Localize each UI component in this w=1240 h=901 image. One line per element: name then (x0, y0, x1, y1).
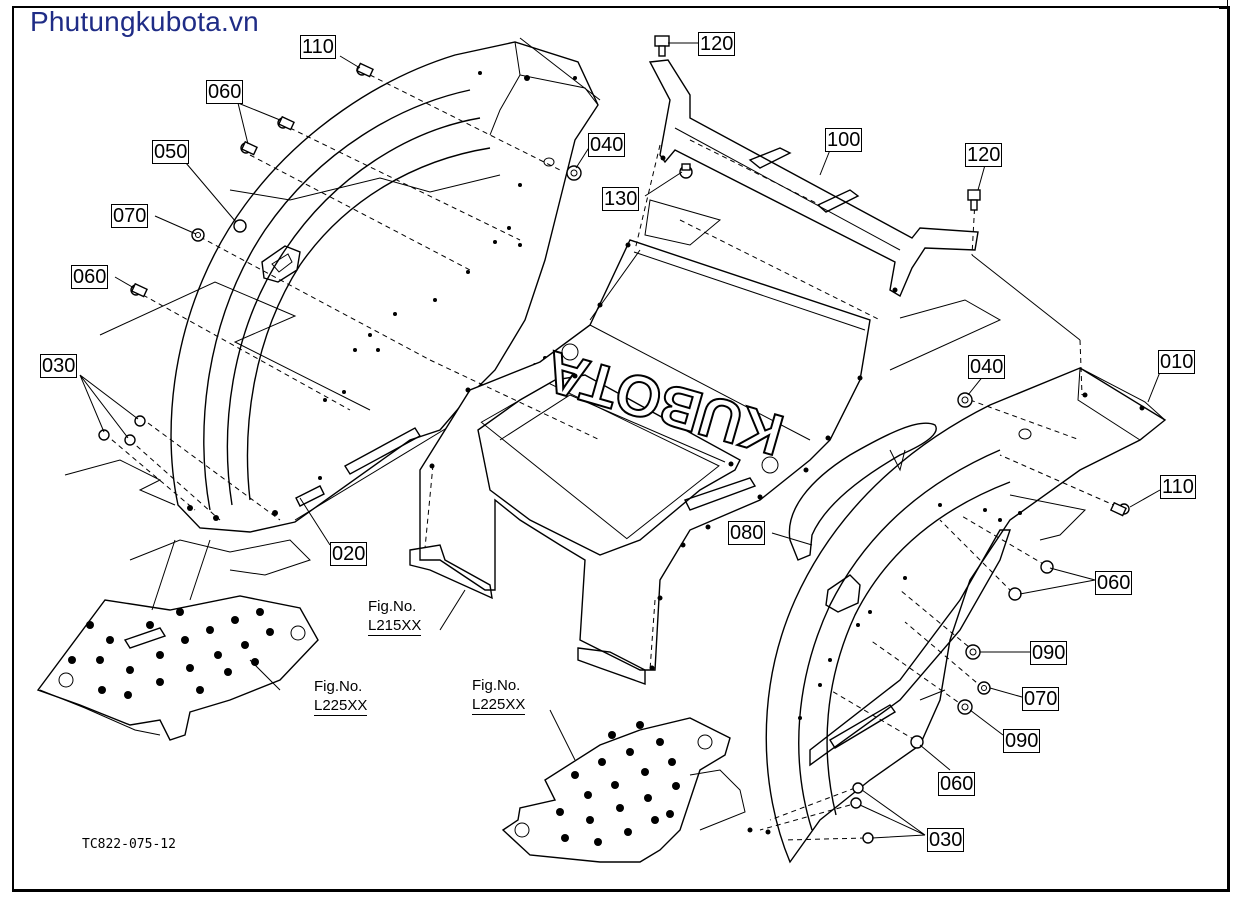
part-label-090-upper[interactable]: 090 (1030, 641, 1068, 665)
fig-ref-l225xx-left-number: L225XX (314, 697, 368, 716)
part-label-060-right[interactable]: 060 (1095, 571, 1133, 595)
fig-ref-l225xx-right-number: L225XX (472, 696, 526, 715)
drawing-code: TC822-075-12 (82, 837, 176, 852)
drawing-frame (12, 6, 1230, 892)
part-label-040-right[interactable]: 040 (968, 355, 1006, 379)
part-label-070-right[interactable]: 070 (1022, 687, 1060, 711)
assembly-lines (104, 74, 1126, 841)
rear-support-bracket (648, 59, 979, 298)
bolt-060-right-a (1040, 560, 1054, 574)
fig-ref-l225xx-right[interactable]: Fig.No. L225XX (472, 676, 526, 715)
reference-lines (64, 37, 1087, 701)
frame-corner-mark (1219, 0, 1228, 9)
part-label-100[interactable]: 100 (825, 128, 863, 152)
part-label-060-upper[interactable]: 060 (206, 80, 244, 104)
center-floor-panel: KUBOTA (409, 239, 871, 685)
part-label-030-left[interactable]: 030 (40, 354, 78, 378)
floor-mat-left (36, 595, 319, 741)
part-label-070-left[interactable]: 070 (111, 204, 149, 228)
bolt-060-c (130, 282, 148, 298)
fig-ref-l215xx[interactable]: Fig.No. L215XX (368, 597, 422, 636)
part-label-090-lower[interactable]: 090 (1003, 729, 1041, 753)
bolt-030-b (98, 429, 110, 441)
part-label-130[interactable]: 130 (602, 187, 640, 211)
washer-050 (233, 219, 247, 233)
floor-mat-right-holes (556, 721, 680, 846)
part-label-120-top[interactable]: 120 (698, 32, 736, 56)
fig-ref-l215xx-label: Fig.No. (368, 598, 417, 615)
nut-070-left (191, 228, 205, 242)
part-label-080[interactable]: 080 (728, 521, 766, 545)
grommet-040-left (566, 165, 582, 181)
part-label-050[interactable]: 050 (152, 140, 190, 164)
left-fender (170, 41, 599, 533)
bolt-030-right-c (862, 832, 874, 844)
washer-090-b (957, 699, 973, 715)
fig-ref-l225xx-right-label: Fig.No. (472, 677, 521, 694)
part-label-060-lower[interactable]: 060 (938, 772, 976, 796)
part-label-120-right[interactable]: 120 (965, 143, 1003, 167)
bolt-120-right (967, 189, 981, 211)
bolt-130 (679, 163, 693, 179)
part-label-110-left[interactable]: 110 (300, 35, 336, 59)
fig-ref-l225xx-left-label: Fig.No. (314, 678, 363, 695)
part-label-040-left[interactable]: 040 (588, 133, 626, 157)
fig-ref-l215xx-number: L215XX (368, 617, 422, 636)
bolt-120-top (654, 35, 670, 57)
bolt-030-right-b (850, 797, 862, 809)
nut-070-right (977, 681, 991, 695)
grommet-040-right (957, 392, 973, 408)
part-label-110-right[interactable]: 110 (1160, 475, 1196, 499)
site-watermark: Phutungkubota.vn (30, 6, 259, 37)
right-fender (747, 367, 1167, 864)
fasteners (98, 35, 1130, 844)
bolt-060-right-b (1008, 587, 1022, 601)
leader-lines (79, 42, 1161, 839)
floor-mat-left-holes (68, 608, 274, 699)
part-label-060-left[interactable]: 060 (71, 265, 109, 289)
ring-040-right (1018, 428, 1032, 440)
bolt-110-left (356, 62, 374, 78)
part-label-020[interactable]: 020 (330, 542, 368, 566)
bolt-060-b (240, 140, 258, 156)
bolt-060-a (277, 115, 295, 131)
bolt-030-right-a (852, 782, 864, 794)
floor-mat-right (501, 717, 746, 863)
part-label-010[interactable]: 010 (1158, 350, 1196, 374)
part-label-030-right[interactable]: 030 (927, 828, 965, 852)
bolt-110-right (1109, 501, 1130, 517)
fig-ref-l225xx-left[interactable]: Fig.No. L225XX (314, 677, 368, 716)
washer-090-a (965, 644, 981, 660)
ring-040-small (543, 157, 555, 167)
